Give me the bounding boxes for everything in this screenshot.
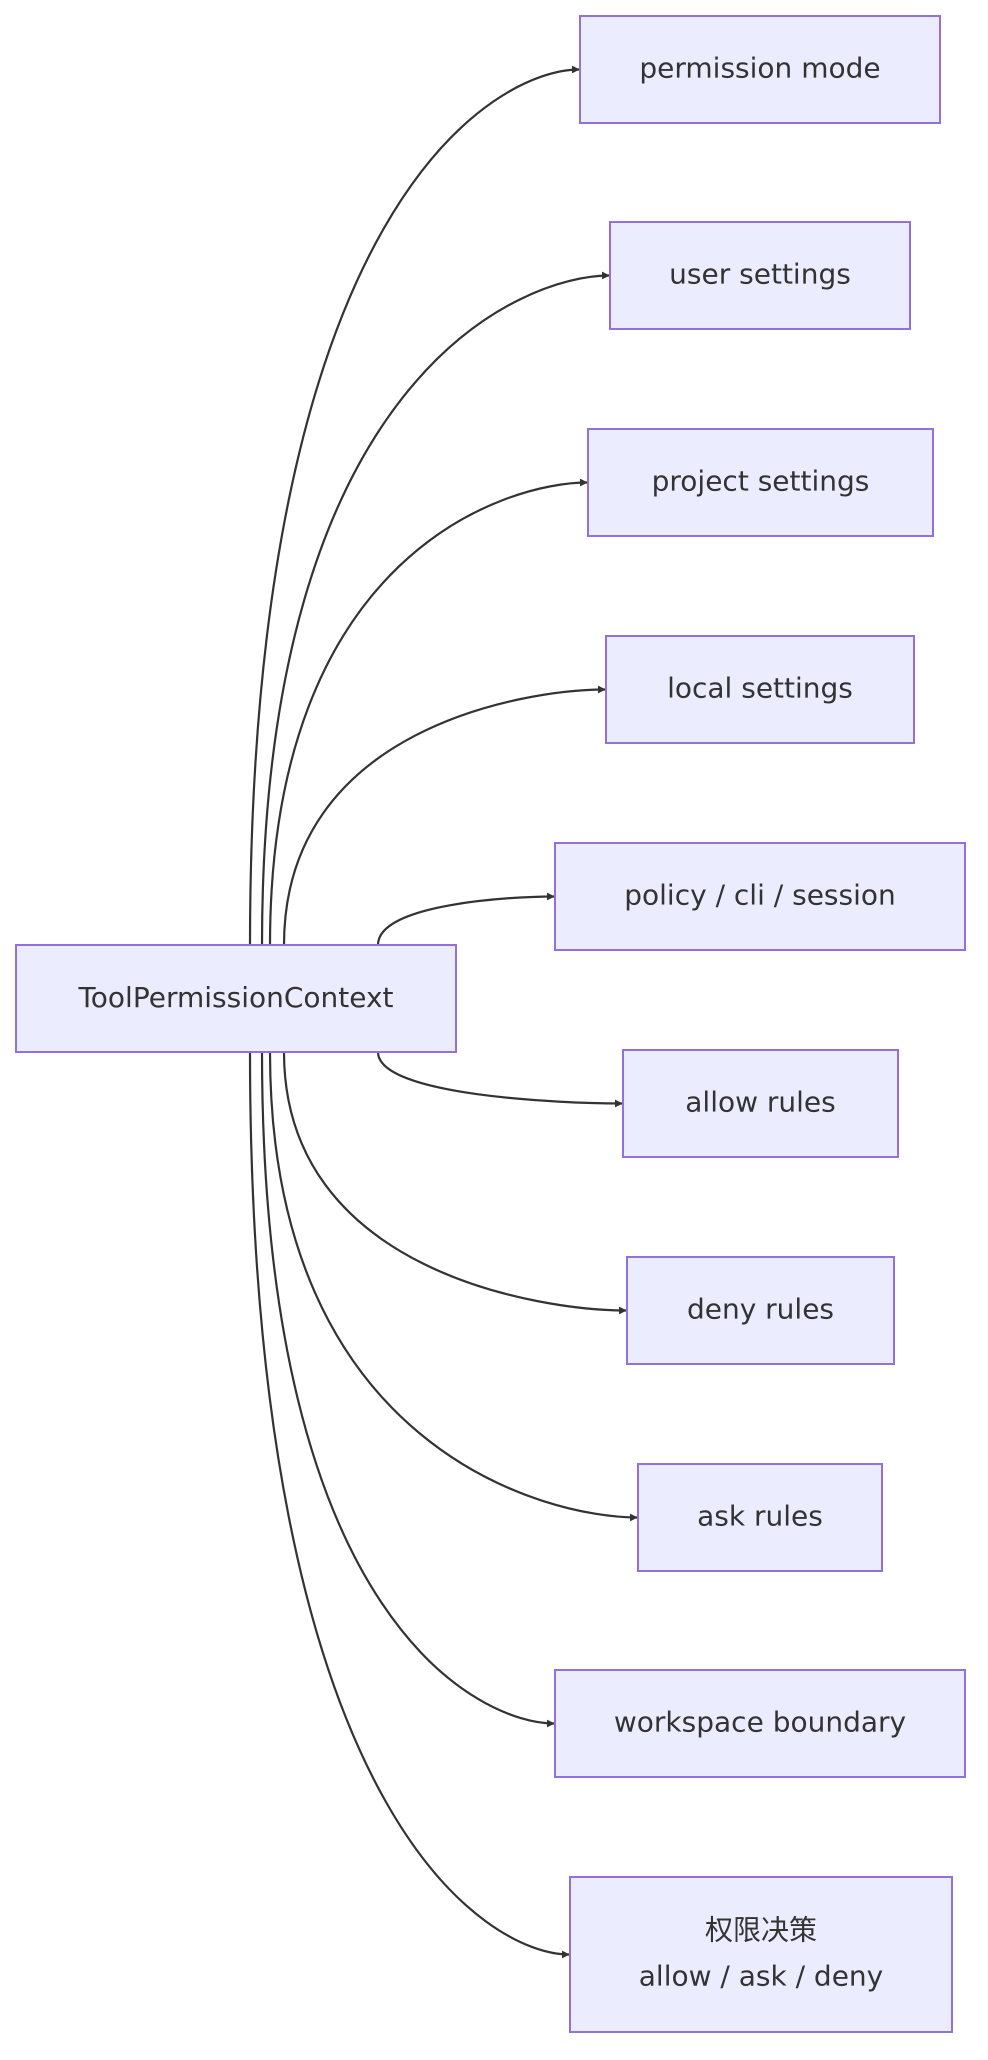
edge-to-ask-rules (268, 1051, 638, 1522)
edge-to-policy-cli-session (376, 892, 555, 946)
edge-to-permission-decision (248, 1051, 570, 1959)
root-node-tool-permission-context[interactable]: ToolPermissionContext (15, 944, 457, 1053)
edge-to-allow-rules (376, 1051, 623, 1108)
node-label: allow / ask / deny (639, 1960, 884, 1993)
node-deny-rules[interactable]: deny rules (626, 1256, 895, 1365)
node-policy-cli-session[interactable]: policy / cli / session (554, 842, 966, 951)
edge-to-user-settings (260, 271, 610, 946)
node-label: local settings (667, 672, 853, 705)
node-project-settings[interactable]: project settings (587, 428, 934, 537)
edge-to-local-settings (282, 685, 606, 946)
node-local-settings[interactable]: local settings (605, 635, 915, 744)
node-label: user settings (669, 258, 851, 291)
node-label: workspace boundary (614, 1706, 906, 1739)
node-label: allow rules (685, 1086, 836, 1119)
node-permission-mode[interactable]: permission mode (579, 15, 941, 124)
node-workspace-boundary[interactable]: workspace boundary (554, 1669, 966, 1778)
edge-to-workspace-boundary (260, 1051, 555, 1728)
root-node-label: ToolPermissionContext (77, 981, 393, 1014)
node-user-settings[interactable]: user settings (609, 221, 911, 330)
node-label: permission mode (639, 52, 880, 85)
node-label: 权限决策 (705, 1914, 817, 1947)
node-allow-rules[interactable]: allow rules (622, 1049, 899, 1158)
node-label: deny rules (687, 1293, 834, 1326)
node-label: ask rules (697, 1500, 823, 1533)
node-permission-decision[interactable]: 权限决策 allow / ask / deny (569, 1876, 953, 2033)
node-label: project settings (652, 465, 870, 498)
node-ask-rules[interactable]: ask rules (637, 1463, 883, 1572)
child-nodes: permission mode user settings project sett… (554, 15, 966, 2033)
edge-to-permission-mode (248, 65, 580, 946)
edge-to-project-settings (268, 478, 588, 946)
edge-to-deny-rules (282, 1051, 627, 1315)
node-label: policy / cli / session (624, 879, 896, 912)
edges (248, 65, 638, 1959)
